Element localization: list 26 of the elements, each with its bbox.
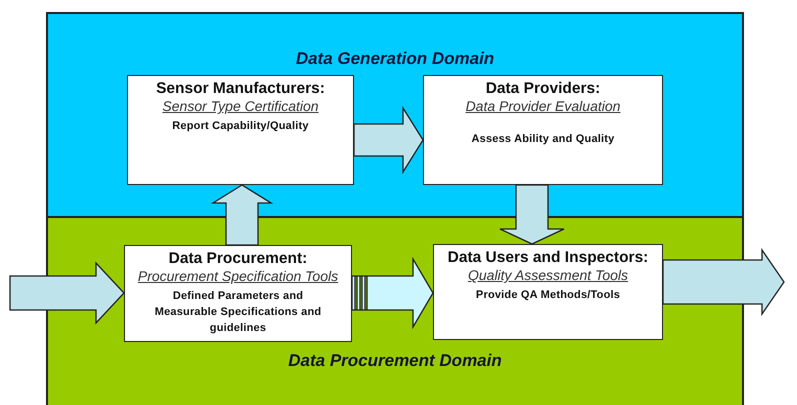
domain-band <box>46 12 744 218</box>
box-description: Provide QA Methods/Tools <box>474 288 622 303</box>
box-subheading: Sensor Type Certification <box>162 98 319 115</box>
box-heading: Sensor Manufacturers: <box>156 79 325 98</box>
block-arrow <box>210 184 274 246</box>
box-subheading: Procurement Specification Tools <box>138 268 338 285</box>
process-box <box>423 75 663 185</box>
box-description: Assess Ability and Quality <box>470 132 616 147</box>
box-heading: Data Users and Inspectors: <box>448 248 648 267</box>
block-arrow <box>351 256 434 330</box>
block-arrow <box>499 184 565 245</box>
box-heading: Data Procurement: <box>168 249 308 268</box>
process-box <box>127 75 354 185</box>
box-heading: Data Providers: <box>486 79 600 98</box>
domain-title: Data Procurement Domain <box>287 351 503 371</box>
block-arrow <box>9 261 125 325</box>
box-subheading: Quality Assessment Tools <box>468 267 628 284</box>
process-box <box>124 245 352 342</box>
domain-band <box>46 216 744 405</box>
block-arrow <box>662 248 785 316</box>
box-description: Report Capability/Quality <box>171 119 310 134</box>
block-arrow <box>353 106 424 174</box>
box-subheading: Data Provider Evaluation <box>466 98 620 115</box>
process-box <box>433 244 663 340</box>
domain-title: Data Generation Domain <box>294 49 496 69</box>
box-description: Defined Parameters and Measurable Specifications and guidelines <box>154 289 322 336</box>
